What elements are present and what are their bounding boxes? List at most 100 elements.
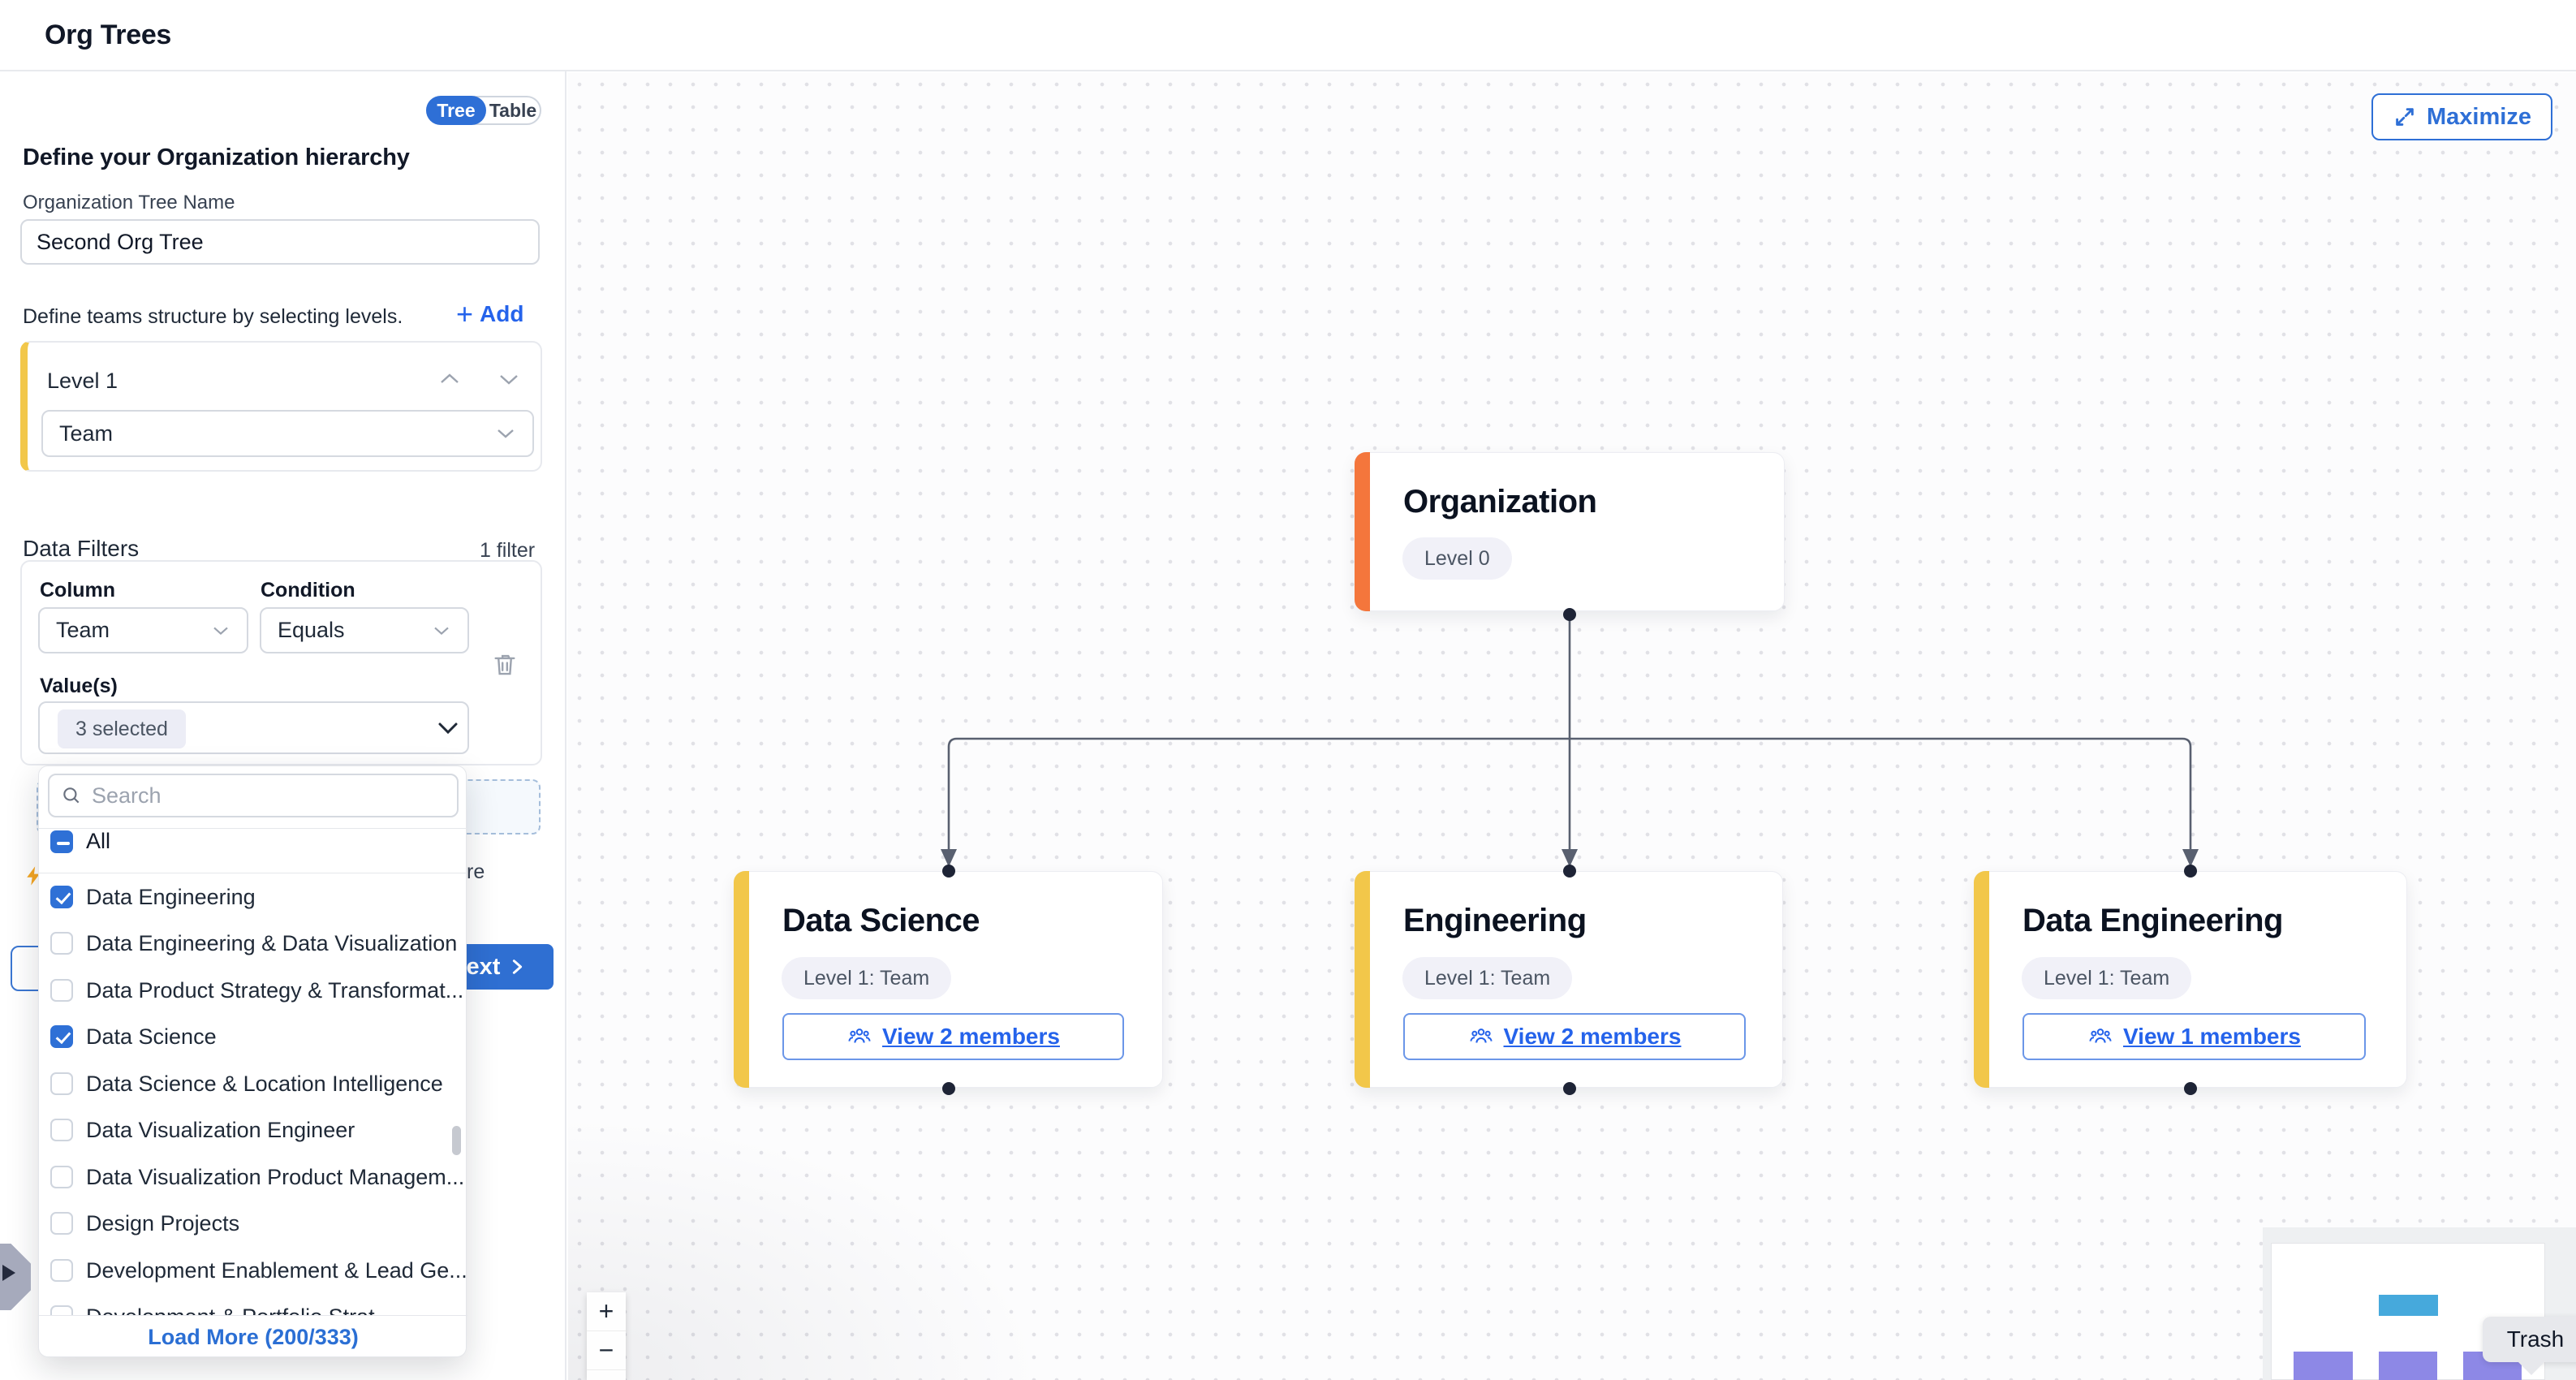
minimap-node-child (2379, 1352, 2437, 1380)
list-item[interactable]: Data Science (50, 1013, 456, 1060)
minimap-node-organization (2379, 1295, 2438, 1316)
level-card-title: Level 1 (47, 369, 118, 394)
column-value: Team (56, 618, 110, 643)
level-badge: Level 0 (1402, 537, 1512, 580)
config-sidebar: Tree Table Define your Organization hier… (0, 71, 566, 1380)
org-node-child[interactable]: Data Engineering Level 1: Team View 1 me… (1974, 871, 2407, 1088)
column-label: Column (40, 579, 115, 602)
filter-card: Column Team Condition Equals Value(s) 3 … (20, 560, 542, 765)
org-tree-canvas[interactable] (568, 73, 2576, 1380)
play-icon (2, 1265, 15, 1281)
node-accent-bar (1355, 452, 1370, 611)
checkbox[interactable] (50, 1212, 73, 1235)
chevron-down-icon (495, 426, 516, 441)
select-all-row[interactable]: All (50, 829, 110, 854)
node-title: Data Science (782, 903, 980, 939)
level-badge: Level 1: Team (782, 957, 951, 999)
maximize-label: Maximize (2427, 104, 2531, 131)
tree-name-input[interactable] (20, 219, 540, 265)
level-card: Level 1 Team (20, 341, 542, 472)
chevron-down-icon[interactable] (497, 371, 521, 387)
chevron-down-icon (436, 719, 460, 737)
list-item[interactable]: Data Science & Location Intelligence (50, 1060, 456, 1107)
list-item[interactable]: Design Projects (50, 1200, 456, 1247)
page-title: Org Trees (45, 19, 171, 51)
options-list: Data Engineering Data Engineering & Data… (39, 873, 467, 1315)
members-icon (846, 1024, 872, 1049)
members-icon (1468, 1024, 1494, 1049)
list-item[interactable]: Data Visualization Product Managem... (50, 1154, 456, 1201)
checkbox[interactable] (50, 1119, 73, 1141)
condition-value: Equals (278, 618, 345, 643)
node-title: Engineering (1403, 903, 1587, 939)
org-node-root[interactable]: Organization Level 0 (1355, 452, 1785, 611)
zoom-in-button[interactable]: + (587, 1292, 626, 1331)
page-header: Org Trees (0, 0, 2576, 71)
data-filters-title: Data Filters (23, 536, 139, 562)
view-toggle[interactable]: Tree Table (426, 96, 541, 125)
checkbox[interactable] (50, 1166, 73, 1188)
checkbox[interactable] (50, 1259, 73, 1282)
dropdown-search[interactable] (48, 774, 459, 817)
tooltip-tail (2518, 1362, 2544, 1375)
tree-name-label: Organization Tree Name (23, 192, 235, 214)
column-select[interactable]: Team (38, 607, 248, 653)
search-input[interactable] (92, 783, 416, 809)
dropdown-footer: Load More (200/333) (39, 1315, 467, 1358)
node-title: Organization (1403, 484, 1596, 520)
node-accent-bar (734, 871, 749, 1088)
plus-icon: + (456, 300, 473, 329)
values-dropdown-panel: All Data Engineering Data Engineering & … (38, 765, 467, 1357)
checkbox[interactable] (50, 979, 73, 1002)
list-item[interactable]: Data Visualization Engineer (50, 1106, 456, 1154)
view-members-button[interactable]: View 2 members (782, 1013, 1124, 1060)
condition-select[interactable]: Equals (260, 607, 469, 653)
node-title: Data Engineering (2022, 903, 2283, 939)
view-members-button[interactable]: View 2 members (1403, 1013, 1746, 1060)
hint-text-fragment: re (467, 860, 485, 884)
level-type-select[interactable]: Team (41, 410, 534, 457)
list-item[interactable]: Data Engineering (50, 873, 456, 921)
canvas-zoom-controls: + − (587, 1292, 626, 1380)
values-multiselect[interactable]: 3 selected (38, 701, 469, 754)
trash-tooltip: Trash (2483, 1317, 2576, 1362)
levels-hint: Define teams structure by selecting leve… (23, 305, 403, 329)
checkbox[interactable] (50, 932, 73, 955)
selected-count-chip: 3 selected (58, 709, 186, 748)
select-all-label: All (86, 829, 110, 854)
list-item[interactable]: Development Enablement & Lead Ge... (50, 1247, 456, 1294)
expand-icon (2393, 105, 2417, 129)
level-badge: Level 1: Team (2022, 957, 2191, 999)
list-item[interactable]: Development & Portfolio Strat... (50, 1293, 456, 1315)
trash-tooltip-label: Trash (2507, 1326, 2565, 1352)
fit-view-button[interactable] (587, 1370, 626, 1380)
minimap-node-child (2294, 1352, 2353, 1380)
checkbox[interactable] (50, 886, 73, 908)
view-members-button[interactable]: View 1 members (2022, 1013, 2366, 1060)
toggle-tree[interactable]: Tree (426, 96, 486, 125)
org-node-child[interactable]: Engineering Level 1: Team View 2 members (1355, 871, 1783, 1088)
scrollbar-thumb[interactable] (452, 1126, 461, 1155)
maximize-button[interactable]: Maximize (2371, 93, 2552, 140)
chevron-right-icon (508, 957, 526, 977)
add-level-label: Add (480, 301, 523, 327)
list-item[interactable]: Data Engineering & Data Visualization (50, 920, 456, 967)
node-accent-bar (1974, 871, 1989, 1088)
chevron-down-icon (432, 624, 451, 637)
checkbox[interactable] (50, 1305, 73, 1315)
checkbox[interactable] (50, 1025, 73, 1048)
select-all-checkbox[interactable] (50, 830, 73, 853)
values-label: Value(s) (40, 675, 118, 698)
zoom-out-button[interactable]: − (587, 1331, 626, 1370)
checkbox[interactable] (50, 1072, 73, 1095)
trash-icon[interactable] (491, 649, 519, 679)
list-item[interactable]: Data Product Strategy & Transformat... (50, 967, 456, 1014)
load-more-button[interactable]: Load More (200/333) (148, 1325, 359, 1350)
filter-count-badge: 1 filter (480, 539, 535, 563)
add-level-button[interactable]: + Add (456, 300, 523, 329)
org-node-child[interactable]: Data Science Level 1: Team View 2 member… (734, 871, 1163, 1088)
condition-label: Condition (261, 579, 355, 602)
toggle-table[interactable]: Table (486, 97, 540, 123)
chevron-up-icon[interactable] (437, 371, 462, 387)
chevron-down-icon (211, 624, 230, 637)
